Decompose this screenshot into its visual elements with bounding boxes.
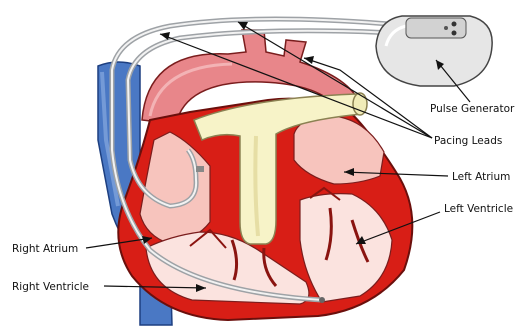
left-atrium-label: Left Atrium (452, 171, 510, 183)
pulse-generator-label: Pulse Generator (430, 103, 515, 115)
pulse-generator-device[interactable] (376, 16, 492, 86)
pacing-leads-label: Pacing Leads (434, 135, 502, 147)
right-ventricle-label: Right Ventricle (12, 281, 89, 293)
right-atrium-label: Right Atrium (12, 243, 78, 255)
left-ventricle-label: Left Ventricle (444, 203, 513, 215)
